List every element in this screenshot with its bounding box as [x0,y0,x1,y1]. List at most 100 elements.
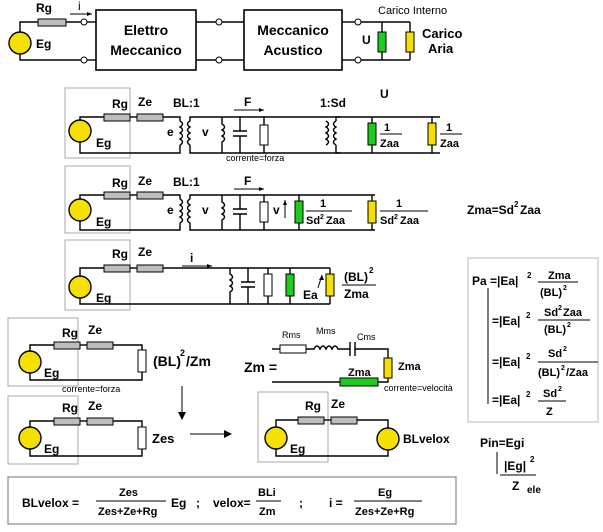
row1-generator [68,119,92,143]
pa-sup4: 2 [526,390,531,399]
row2-sup-a: 2 [320,214,324,221]
row3-zma: Zma [344,287,369,301]
row3-rg: Rg [112,247,128,261]
zma-eq-post: Zaa [520,203,541,217]
pa-sup-b: 2 [558,305,562,312]
row1-one-b: 1 [446,122,452,134]
row2-eg: Eg [96,215,111,229]
left4-rg: Rg [62,326,78,340]
generator-eg [8,31,32,55]
row3-ea: Ea [303,288,318,302]
zm-circuit: Zm = Rms Mms Cms Zma Zma corrente=veloci… [244,326,453,393]
pin-sup: 2 [530,455,535,464]
left5-rg: Rg [62,401,78,415]
formula-i: i = [329,496,343,510]
formula-num1: Zes [119,487,138,499]
left4-ze: Ze [88,323,102,337]
pa-label: Pa =|Ea| [472,274,518,288]
right5-circuit: Eg Rg Ze BLvelox [257,391,450,463]
formula-eg: Eg [171,496,186,510]
row1-corrente-forza: corrente=forza [226,153,284,163]
formula-num2: BLi [258,487,276,499]
pin-label: Pin=Egi [480,436,524,450]
left4-eg: Eg [44,366,59,380]
zma-eq-pre: Zma=Sd [467,203,514,217]
pa-bl2-a: (BL) [540,287,562,299]
carico-aria-label2: Aria [428,41,454,56]
left4-circuit: Eg Rg Ze (BL) 2 /Zm corrente=forza [7,317,211,394]
pin-z: Z [512,479,519,493]
row1-e: e [167,125,174,139]
pa-z: Z [546,406,553,418]
pa-sd-b: Sd [548,348,562,360]
row2-v2: v [273,203,280,217]
row1-circuit: Eg Rg Ze e BL:1 v F corrente=forza 1:Sd … [64,87,462,163]
row2-sd-b: Sd [380,215,394,227]
row3-ze: Ze [138,245,152,259]
row1-one-a: 1 [384,122,390,134]
pa-bl2-c: (BL) [538,367,560,379]
pa-bl2-b: (BL) [544,324,566,336]
carico-aria-label1: Carico [422,26,463,41]
zm-corrente-velocita: corrente=velocità [384,383,453,393]
zma-eq-sup: 2 [514,200,519,209]
row3-i: i [190,251,193,265]
row2-one-b: 1 [396,198,402,210]
pa-sup-a: 2 [563,285,567,292]
formula-num3: Eg [378,487,392,499]
pa-sup1: 2 [527,271,532,280]
elettromeccanico-box [95,9,197,71]
u-label: U [362,33,371,47]
formula-den1: Zes+Ze+Rg [98,506,157,518]
pa-formula: Pa =|Ea| 2 Zma (BL) 2 =|Ea| 2 Sd 2 Zaa (… [467,257,599,423]
pa-sup-d: 2 [563,346,567,353]
row2-zaa-a: Zaa [326,215,346,227]
left4-bl: (BL) [153,353,181,369]
left5-eg: Eg [44,442,59,456]
row1-zaa-a: Zaa [380,138,400,150]
row2-v1: v [202,203,209,217]
formula-semi2: ; [299,496,303,510]
right5-rg: Rg [305,399,321,413]
left5-zes: Zes [152,431,174,446]
pin-ele: ele [527,485,541,496]
left5-ze: Ze [88,399,102,413]
box1-line2: Meccanico [110,42,182,58]
yellow-load [405,31,415,53]
pa-sup-e: 2 [561,365,565,372]
left4-zm: /Zm [186,353,211,369]
pa-sup3: 2 [526,352,531,361]
zm-zma: Zma [398,361,422,373]
row2-circuit: Eg Rg Ze e BL:1 v F v 1 Sd 2 Zaa [64,165,541,234]
pa-sd-c: Sd [543,388,557,400]
row2-e: e [167,203,174,217]
rg-label: Rg [36,1,52,15]
row1-rg: Rg [112,97,128,111]
right5-ze: Ze [331,397,345,411]
row1-u: U [380,87,389,101]
zm-label: Zm = [244,359,277,375]
eg-label: Eg [36,37,51,51]
row2-sd-a: Sd [306,215,320,227]
row2-sup-b: 2 [394,214,398,221]
carico-interno-label: Carico Interno [378,5,447,17]
row2-bl: BL:1 [173,175,200,189]
formula-blvelox: BLvelox = [22,496,79,510]
zm-zma-green: Zma [348,367,372,379]
pin-formula: Pin=Egi |Eg| 2 Z ele [480,436,541,496]
row1-eg: Eg [96,136,111,150]
row1-f: F [244,95,251,109]
row2-one-a: 1 [320,198,326,210]
formula-velox: velox= [213,496,251,510]
pa-eq-3: =|Ea| [492,355,520,369]
row1-bl: BL:1 [173,96,200,110]
row3-bl-sup: 2 [369,266,374,275]
row1-sd: 1:Sd [320,96,346,110]
green-load [377,31,387,53]
right5-eg: Eg [290,442,305,456]
pa-eq-4: =|Ea| [492,393,520,407]
pa-sup-c: 2 [567,322,571,329]
meccanicoacustico-box [243,9,343,71]
pa-sup-f: 2 [558,386,562,393]
